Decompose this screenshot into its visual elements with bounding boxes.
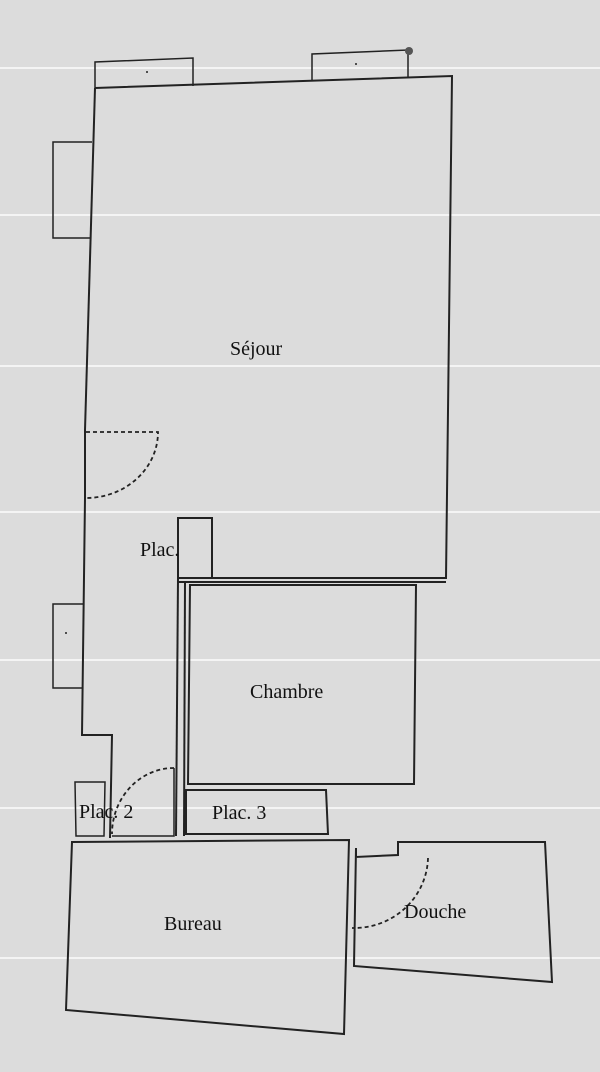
window-top-left: [94, 57, 194, 88]
window-left-lower: [52, 603, 83, 689]
room-sejour: [84, 74, 454, 579]
label-douche: Douche: [404, 901, 466, 923]
label-bureau: Bureau: [164, 913, 222, 935]
window-left-upper: [52, 141, 92, 239]
label-plac-2: Plac. 2: [79, 801, 133, 823]
label-plac-3: Plac. 3: [212, 802, 266, 824]
door-plac2-arc: [111, 767, 175, 835]
room-chambre: [186, 584, 418, 785]
door-entry-arc: [85, 431, 159, 499]
label-chambre: Chambre: [250, 681, 323, 703]
label-sejour: Séjour: [230, 338, 283, 360]
room-plac-3: [185, 789, 330, 835]
room-plac: [178, 517, 213, 578]
paper-ruling: [0, 67, 600, 959]
window-top-right: [311, 47, 413, 81]
room-bureau: [64, 838, 351, 1036]
room-douche: [352, 841, 554, 984]
corridor-walls: [80, 430, 446, 839]
label-plac: Plac.: [140, 539, 179, 561]
door-douche-arc: [351, 857, 429, 929]
room-plac-2: [74, 768, 175, 837]
